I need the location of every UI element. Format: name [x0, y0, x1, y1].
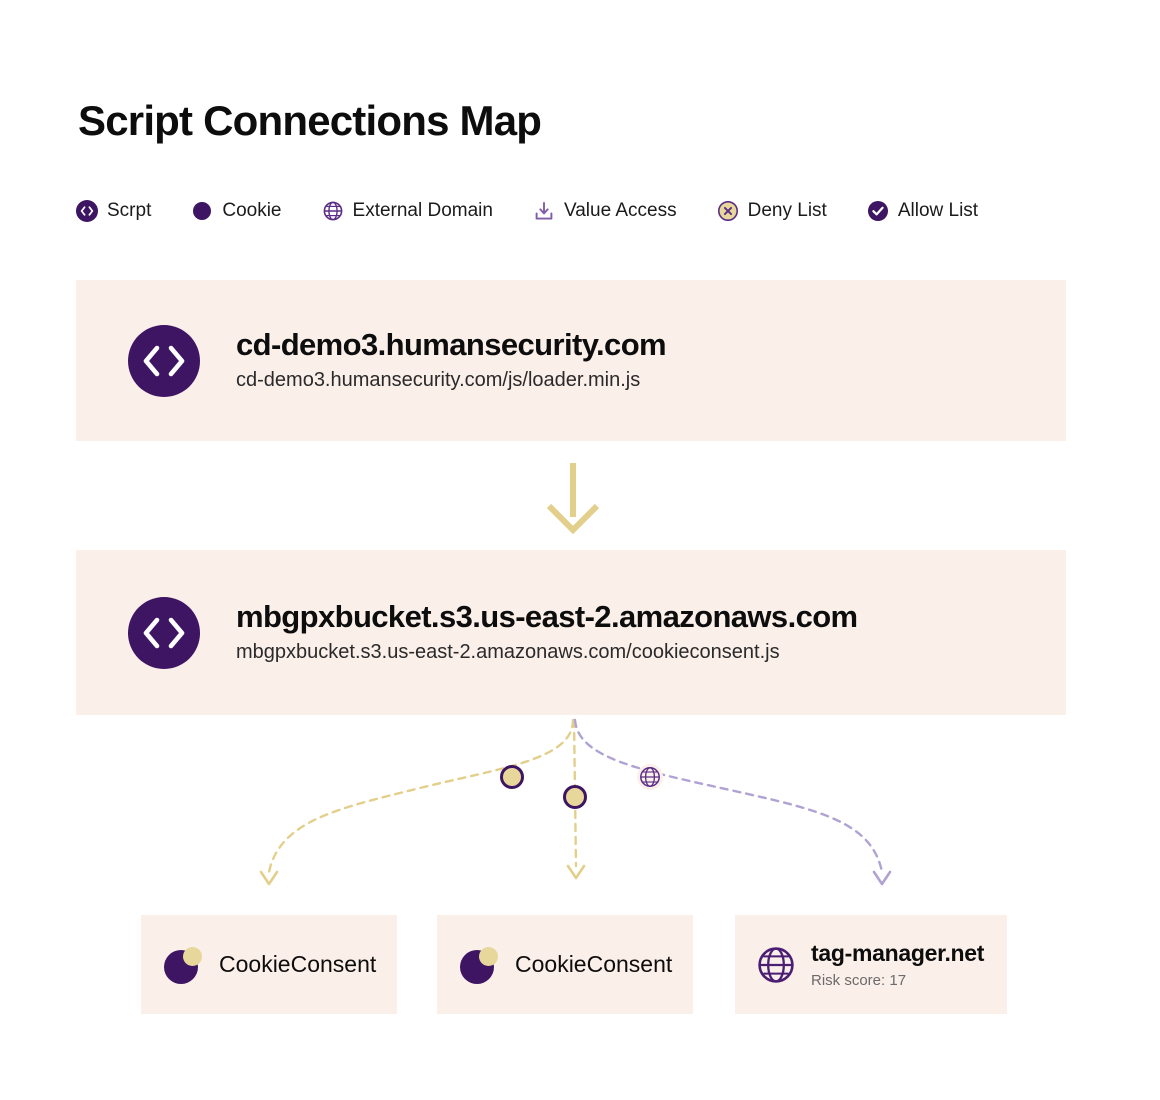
legend-label: Scrpt: [107, 200, 152, 221]
edge-main-arrow: [546, 463, 600, 535]
deny-circle-x-icon: [717, 201, 738, 221]
leaf-node-title: tag-manager.net: [811, 939, 985, 966]
leaf-node-title: CookieConsent: [219, 950, 377, 977]
cookie-icon: [164, 946, 202, 984]
script-code-icon: [76, 200, 98, 222]
leaf-node-card[interactable]: tag-manager.net Risk score: 17: [735, 915, 1007, 1014]
legend-label: Deny List: [747, 200, 827, 221]
script-node-subtitle: cd-demo3.humansecurity.com/js/loader.min…: [236, 369, 641, 392]
leaf-node-texts: CookieConsent: [219, 951, 376, 979]
cookie-dot-icon: [193, 202, 212, 220]
legend-label: Value Access: [563, 200, 677, 221]
leaf-node-texts: CookieConsent: [515, 951, 672, 979]
globe-marker-right[interactable]: [637, 764, 663, 790]
legend-label: Allow List: [897, 200, 979, 221]
legend-label: Cookie: [222, 200, 282, 221]
legend-item-deny-list[interactable]: Deny List: [717, 196, 827, 226]
script-node-texts: mbgpxbucket.s3.us-east-2.amazonaws.com m…: [236, 599, 858, 667]
globe-icon: [758, 946, 794, 983]
script-node-title: cd-demo3.humansecurity.com: [236, 326, 667, 362]
script-code-icon: [128, 324, 200, 397]
download-tray-icon: [535, 202, 553, 220]
cookie-marker-left[interactable]: [500, 765, 524, 789]
script-node-title: mbgpxbucket.s3.us-east-2.amazonaws.com: [236, 598, 858, 634]
legend-item-cookie[interactable]: Cookie: [191, 196, 282, 226]
allow-circle-check-icon: [867, 201, 888, 221]
legend-item-external-domain[interactable]: External Domain: [322, 196, 493, 226]
legend: Scrpt Cookie External Domain Value Acces…: [76, 196, 978, 226]
script-code-icon: [128, 596, 200, 669]
edge-center: [566, 718, 586, 880]
leaf-node-texts: tag-manager.net Risk score: 17: [811, 940, 984, 990]
script-node-texts: cd-demo3.humansecurity.com cd-demo3.huma…: [236, 326, 667, 395]
leaf-node-card[interactable]: CookieConsent: [437, 915, 693, 1014]
page-title: Script Connections Map: [78, 97, 542, 144]
script-node-subtitle: mbgpxbucket.s3.us-east-2.amazonaws.com/c…: [236, 641, 780, 664]
globe-icon: [323, 201, 342, 221]
leaf-node-risk-score: Risk score: 17: [811, 972, 907, 990]
legend-item-value-access[interactable]: Value Access: [533, 196, 677, 226]
edge-left: [259, 718, 575, 886]
cookie-icon: [460, 946, 498, 984]
script-node-card[interactable]: mbgpxbucket.s3.us-east-2.amazonaws.com m…: [76, 550, 1066, 715]
edge-right: [573, 718, 892, 886]
leaf-node-card[interactable]: CookieConsent: [141, 915, 397, 1014]
legend-item-script[interactable]: Scrpt: [76, 196, 151, 226]
legend-item-allow-list[interactable]: Allow List: [867, 196, 978, 226]
legend-label: External Domain: [352, 200, 493, 221]
leaf-node-title: CookieConsent: [515, 950, 673, 977]
script-node-card[interactable]: cd-demo3.humansecurity.com cd-demo3.huma…: [76, 280, 1066, 441]
cookie-marker-center[interactable]: [563, 785, 587, 809]
